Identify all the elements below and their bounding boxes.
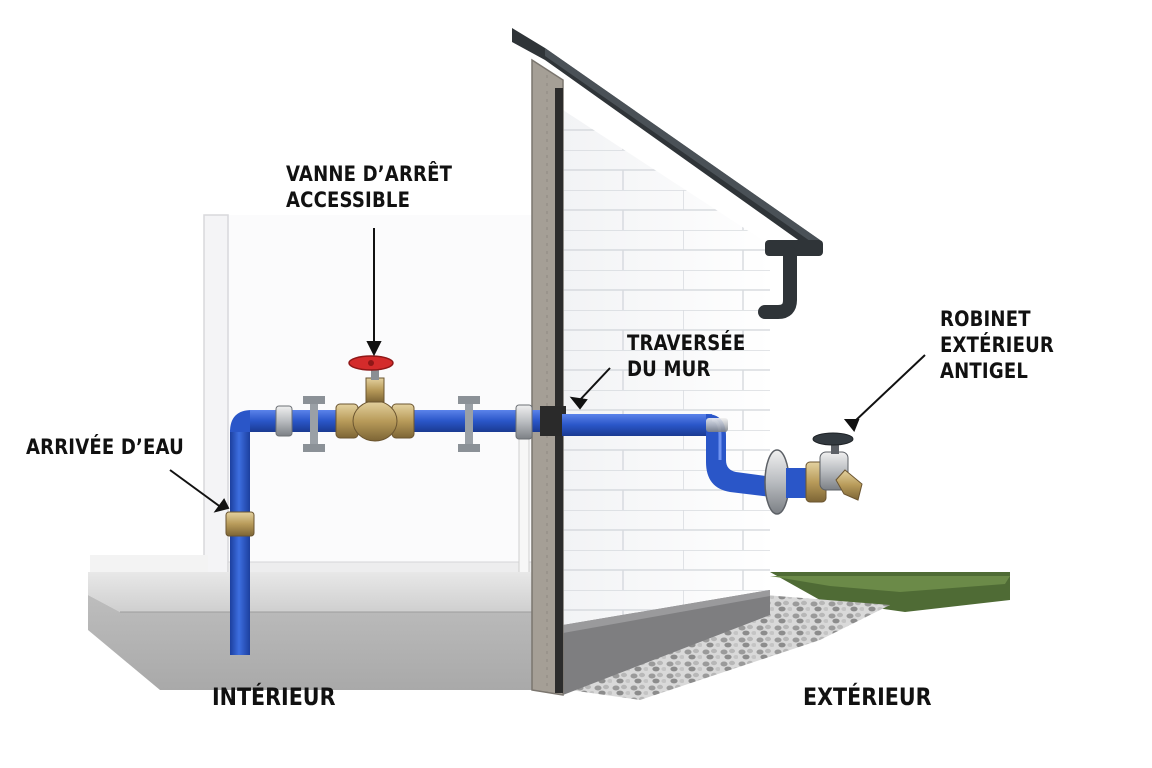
label-shutoff-valve-line1: VANNE D’ARRÊT: [286, 162, 453, 186]
exterior-drop: [706, 414, 780, 498]
supply-riser: [230, 430, 250, 655]
leader-arrivee: [169, 469, 223, 509]
interior-side-wall: [203, 214, 229, 576]
frost-free-faucet: [764, 432, 863, 515]
leader-lines: [169, 228, 926, 513]
gutter: [765, 240, 823, 256]
exterior-wall: [512, 28, 1010, 700]
label-water-inlet: ARRIVÉE D’EAU: [26, 434, 184, 460]
label-interior: INTÉRIEUR: [212, 683, 336, 711]
leader-traversee: [577, 367, 611, 403]
downspout: [758, 247, 797, 319]
faucet-handle: [812, 432, 854, 446]
pipe-fitting-1: [275, 405, 293, 437]
label-water-inlet-line1: ARRIVÉE D’EAU: [26, 435, 184, 459]
exterior-run: [562, 414, 712, 436]
leader-robinet: [853, 354, 926, 423]
label-exterior-faucet-line1: ROBINET: [940, 307, 1031, 331]
gravel-bed: [570, 595, 890, 700]
floor-slab-front: [88, 595, 535, 690]
label-shutoff-valve: VANNE D’ARRÊT ACCESSIBLE: [286, 161, 452, 213]
label-wall-crossing-line1: TRAVERSÉE: [627, 331, 746, 355]
pipe-clamp-1: [303, 396, 325, 452]
wall-sleeve: [515, 404, 533, 440]
label-shutoff-valve-line2: ACCESSIBLE: [286, 188, 411, 212]
water-pipe: [225, 355, 863, 655]
label-exterior-faucet-line2: EXTÉRIEUR: [940, 333, 1055, 357]
floor-slab-top: [88, 572, 535, 612]
label-exterior-faucet-line3: ANTIGEL: [940, 359, 1029, 383]
label-exterior-faucet: ROBINET EXTÉRIEUR ANTIGEL: [940, 306, 1054, 384]
label-wall-crossing: TRAVERSÉE DU MUR: [627, 330, 745, 382]
pipe-clamp-2: [458, 396, 480, 452]
faucet-flange: [764, 449, 790, 515]
riser-coupling: [225, 511, 255, 537]
shutoff-valve: [335, 355, 415, 442]
label-exterior: EXTÉRIEUR: [803, 683, 932, 711]
label-wall-crossing-line2: DU MUR: [627, 357, 711, 381]
